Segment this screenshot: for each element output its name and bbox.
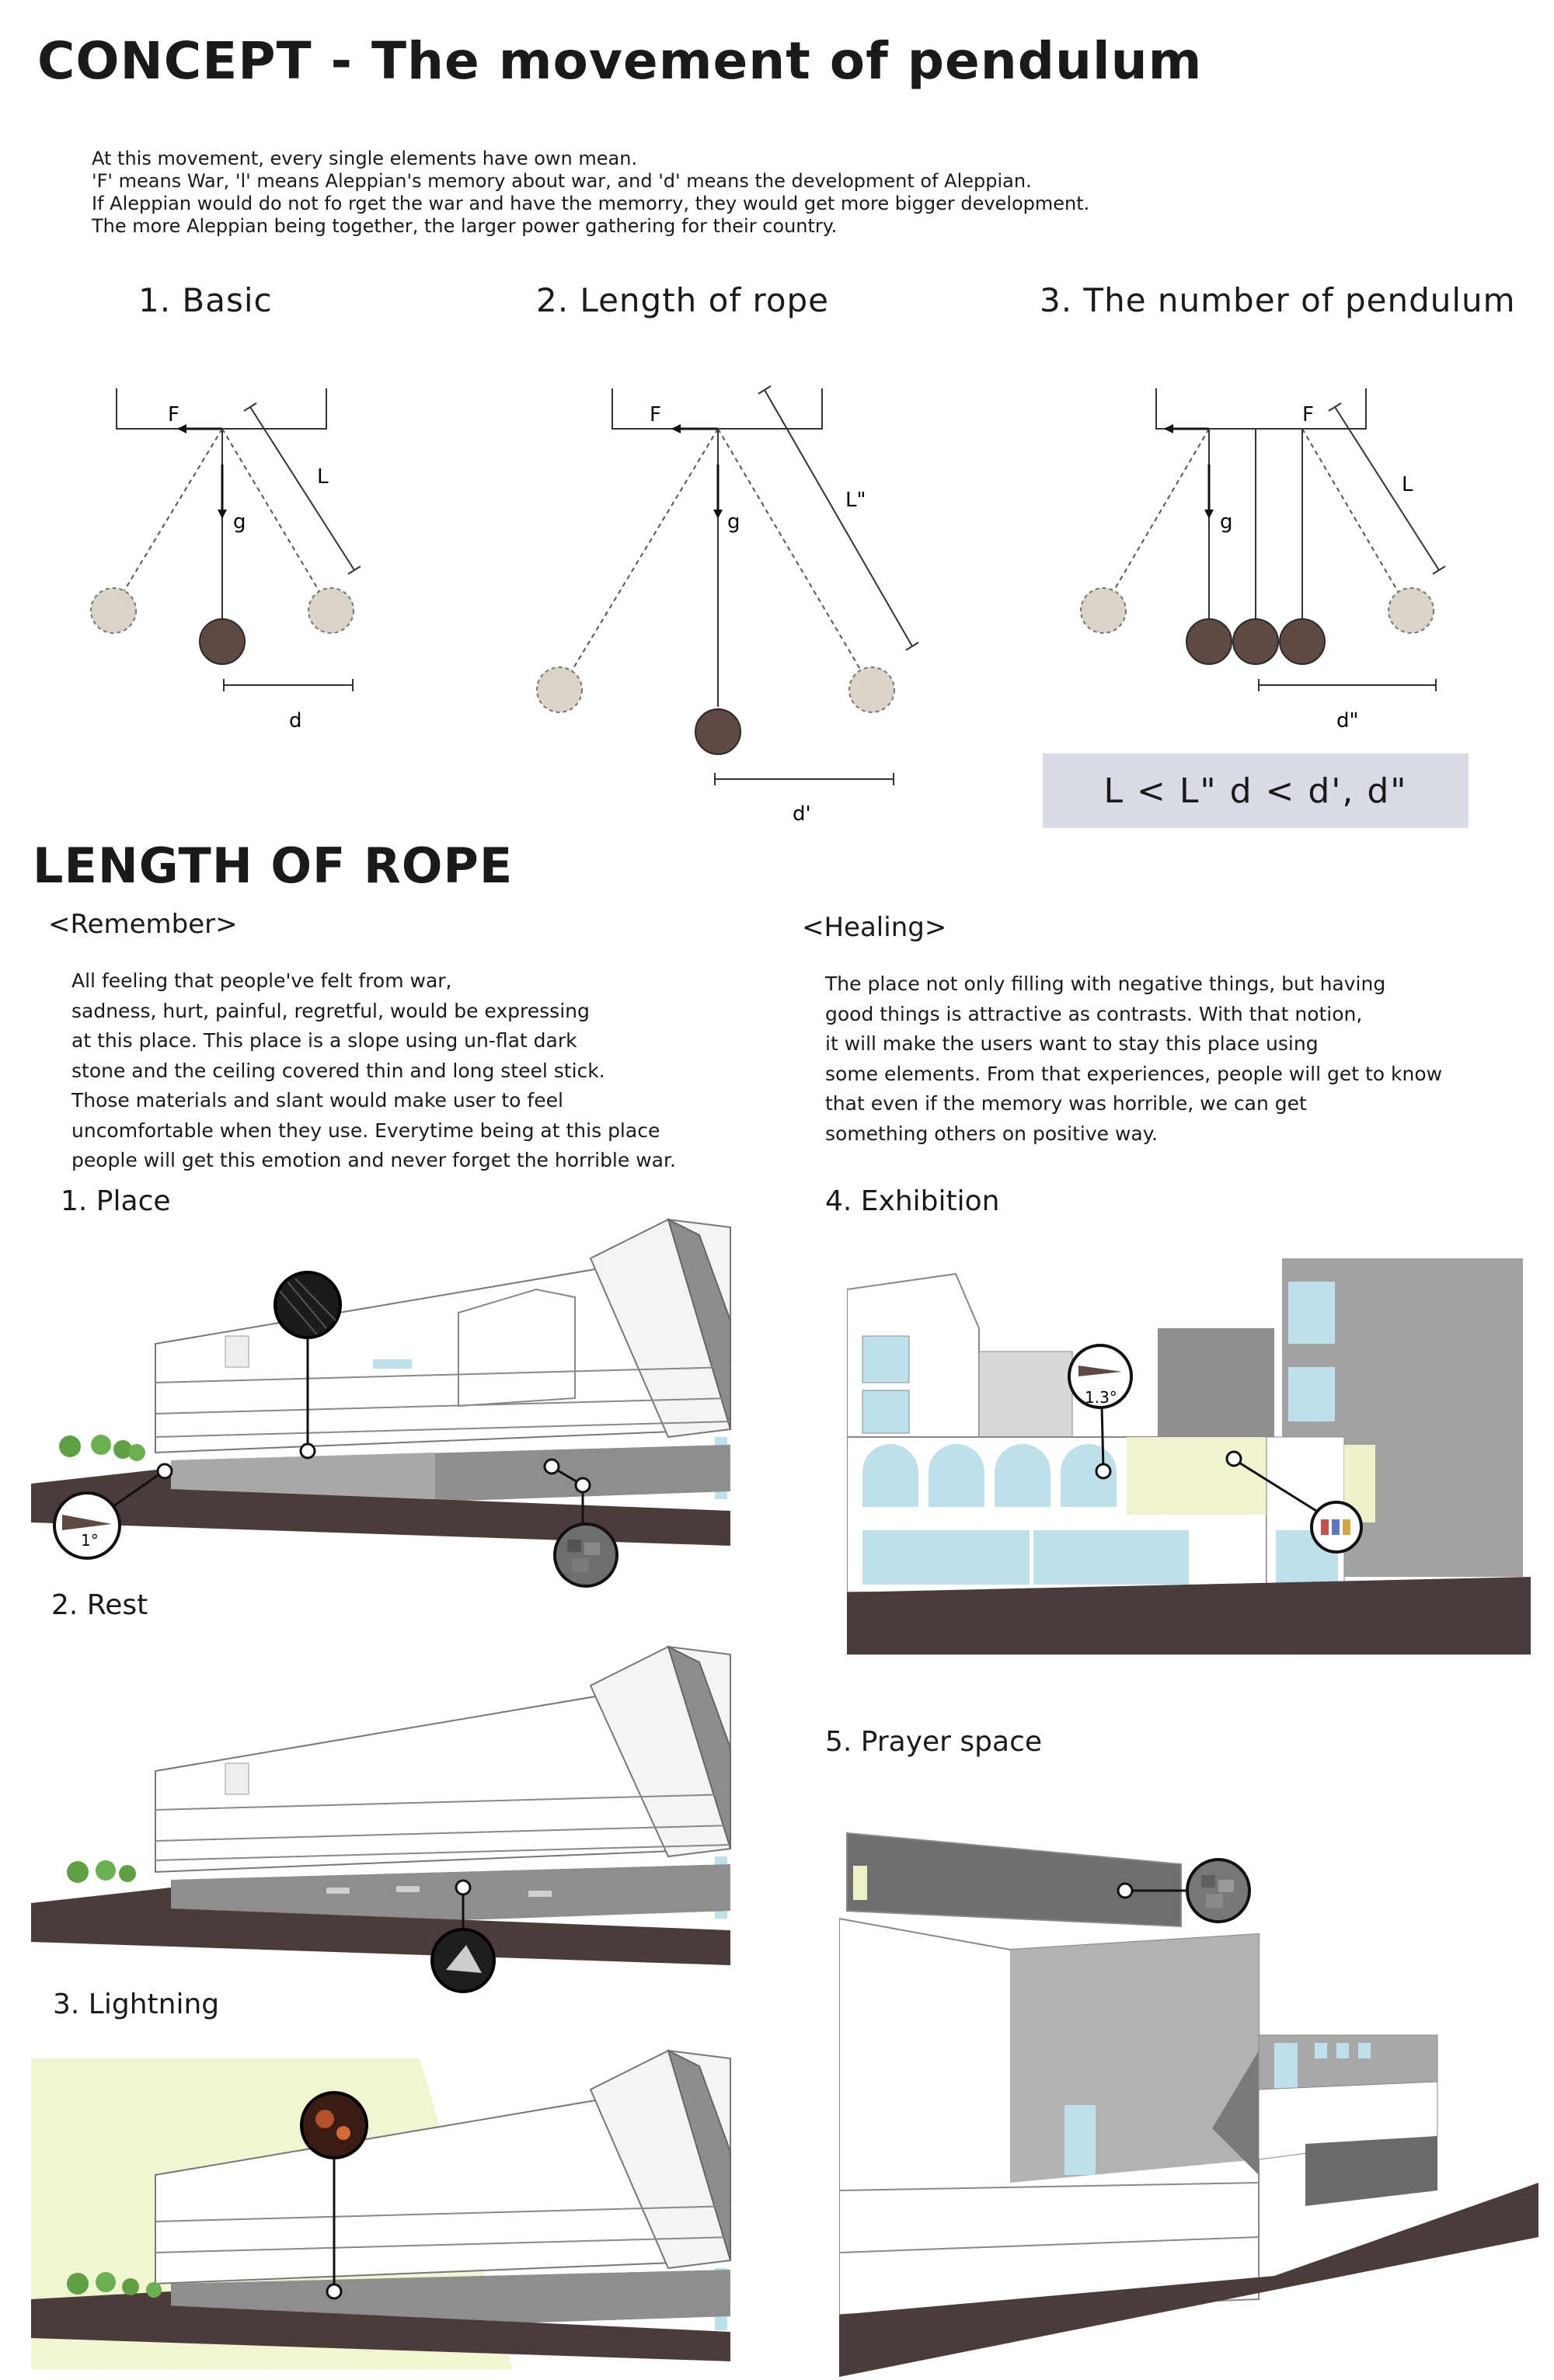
diagram-title-length: 2. Length of rope <box>536 281 830 319</box>
remember-line: Those materials and slant would make use… <box>71 1089 563 1112</box>
healing-line: that even if the memory was horrible, we… <box>825 1092 1307 1115</box>
pendulum-ghost-ball <box>1080 587 1127 634</box>
lighting-swatch <box>300 2091 368 2159</box>
pendulum-diagram-length: F g L" d' <box>536 385 919 826</box>
intro-text: At this movement, every single elements … <box>92 148 1413 238</box>
pendulum-ghost-ball <box>308 587 354 634</box>
pendulum-ball <box>199 618 246 665</box>
distance-label: d <box>289 709 302 732</box>
healing-line: The place not only filling with negative… <box>825 973 1386 995</box>
intro-line: The more Aleppian being together, the la… <box>92 215 838 237</box>
pendulum-ball <box>695 708 741 755</box>
lighting-illustration <box>31 2049 731 2369</box>
intro-line: At this movement, every single elements … <box>92 148 638 169</box>
pendulum-ball <box>1279 618 1326 665</box>
intro-line: 'F' means War, 'l' means Aleppian's memo… <box>92 170 1032 192</box>
panel-label-lighting: 3. Lightning <box>53 1989 220 2020</box>
remember-line: at this place. This place is a slope usi… <box>71 1029 577 1052</box>
pendulum-ghost-ball <box>1388 587 1434 634</box>
force-label: F <box>168 403 179 426</box>
prayer-illustration <box>839 1832 1538 2377</box>
pendulum-diagram-number: F g L d" <box>1080 388 1446 732</box>
diagram-title-basic: 1. Basic <box>138 281 273 319</box>
intro-line: If Aleppian would do not fo rget the war… <box>92 193 1090 214</box>
pendulum-ball <box>1232 618 1279 665</box>
force-label: F <box>1302 403 1314 426</box>
healing-title: <Healing> <box>802 912 947 943</box>
gravity-label: g <box>1220 510 1233 534</box>
pendulum-ghost-ball <box>90 587 137 634</box>
pendulum-ghost-ball <box>536 666 583 713</box>
length-label: L <box>317 465 329 489</box>
exhibition-illustration: 1.3° <box>847 1258 1531 1655</box>
gravity-label: g <box>727 510 740 534</box>
rest-illustration <box>31 1645 731 1993</box>
pendulum-ghost-ball <box>848 666 895 713</box>
exhibition-slope-label: 1.3° <box>1085 1388 1117 1407</box>
distance-label: d" <box>1336 709 1358 732</box>
remember-line: sadness, hurt, painful, regretful, would… <box>71 999 590 1022</box>
section-title: LENGTH OF ROPE <box>33 837 514 894</box>
diagram-title-number: 3. The number of pendulum <box>1040 281 1516 319</box>
healing-line: good things is attractive as contrasts. … <box>825 1002 1363 1025</box>
remember-line: stone and the ceiling covered thin and l… <box>71 1059 605 1082</box>
distance-label: d' <box>793 802 811 826</box>
force-label: F <box>650 403 661 426</box>
page-title: CONCEPT - The movement of pendulum <box>37 31 1203 91</box>
formula-box: L < L" d < d', d" <box>1043 753 1469 828</box>
gravity-label: g <box>233 510 246 534</box>
remember-line: All feeling that people've felt from war… <box>71 969 452 992</box>
panel-label-rest: 2. Rest <box>51 1589 148 1621</box>
healing-line: something others on positive way. <box>825 1122 1158 1145</box>
pendulum-diagram-basic: F g L d <box>90 388 361 732</box>
remember-line: people will get this emotion and never f… <box>71 1149 676 1171</box>
healing-line: it will make the users want to stay this… <box>825 1032 1319 1055</box>
place-illustration: 1° <box>31 1218 731 1588</box>
remember-line: uncomfortable when they use. Everytime b… <box>71 1119 660 1142</box>
pendulum-ball <box>1186 618 1232 665</box>
panel-label-place: 1. Place <box>61 1185 171 1217</box>
remember-text: All feeling that people've felt from war… <box>71 966 676 1176</box>
remember-title: <Remember> <box>48 909 238 940</box>
length-label: L" <box>845 489 866 512</box>
exhibition-slope-swatch <box>1068 1344 1133 1409</box>
panel-label-exhibition: 4. Exhibition <box>825 1185 1000 1217</box>
healing-text: The place not only filling with negative… <box>825 969 1442 1149</box>
panel-label-prayer: 5. Prayer space <box>825 1726 1043 1758</box>
length-label: L <box>1402 473 1413 496</box>
slope-label: 1° <box>81 1531 99 1550</box>
healing-line: some elements. From that experiences, pe… <box>825 1062 1443 1085</box>
